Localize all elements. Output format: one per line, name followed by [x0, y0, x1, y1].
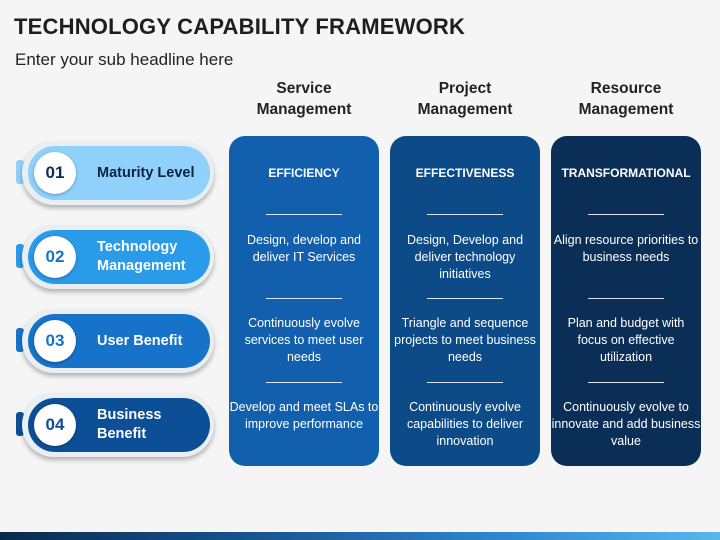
column-heading-resource-management: Resource Management [578, 80, 674, 118]
row-label: Maturity Level [97, 164, 195, 181]
panel-divider [266, 382, 342, 383]
panel-divider [427, 298, 503, 299]
row-maturity-level: 01 Maturity Level [14, 140, 214, 206]
row-number-circle: 03 [34, 320, 76, 362]
row-tab-decoration [16, 412, 24, 436]
panel-service-management [229, 136, 379, 466]
row-tab-decoration [16, 328, 24, 352]
panel-cell: Continuously evolve capabilities to deli… [406, 400, 524, 448]
row-number-circle: 01 [34, 152, 76, 194]
panel-divider [427, 382, 503, 383]
row-user-benefit: 03 User Benefit [14, 308, 214, 374]
column-heading-service-management: Service Management [256, 80, 352, 118]
panel-divider [427, 214, 503, 215]
panel-divider [266, 298, 342, 299]
panel-cell: Align resource priorities to business ne… [553, 233, 699, 264]
panel-title-efficiency: EFFICIENCY [268, 166, 340, 180]
panel-title-transformational: TRANSFORMATIONAL [561, 166, 691, 180]
panel-divider [588, 214, 664, 215]
panel-title-effectiveness: EFFECTIVENESS [415, 166, 515, 180]
panel-cell: Develop and meet SLAs to improve perform… [229, 400, 379, 431]
panel-cell: Continuously evolve to innovate and add … [551, 400, 701, 448]
row-business-benefit: 04 Business Benefit [14, 392, 214, 458]
panel-project-management [390, 136, 540, 466]
panel-divider [588, 298, 664, 299]
panel-divider [588, 382, 664, 383]
row-number-circle: 04 [34, 404, 76, 446]
panel-cell: Triangle and sequence projects to meet b… [394, 316, 536, 364]
row-tab-decoration [16, 160, 24, 184]
row-tab-decoration [16, 244, 24, 268]
panel-cell: Design, Develop and deliver technology i… [406, 233, 524, 281]
column-heading-project-management: Project Management [417, 80, 513, 118]
panel-cell: Plan and budget with focus on effective … [567, 316, 685, 364]
row-number-circle: 02 [34, 236, 76, 278]
page-subtitle: Enter your sub headline here [15, 50, 234, 69]
row-label: Business Benefit [97, 407, 162, 442]
row-technology-management: 02 Technology Management [14, 224, 214, 290]
row-label: User Benefit [97, 332, 183, 349]
panel-cell: Design, develop and deliver IT Services [247, 233, 361, 264]
panel-resource-management [551, 136, 701, 466]
panel-divider [266, 214, 342, 215]
page-title: TECHNOLOGY CAPABILITY FRAMEWORK [14, 14, 466, 39]
row-label: Technology Management [97, 239, 186, 274]
bottom-accent-bar [0, 532, 720, 540]
panel-cell: Continuously evolve services to meet use… [244, 316, 364, 364]
